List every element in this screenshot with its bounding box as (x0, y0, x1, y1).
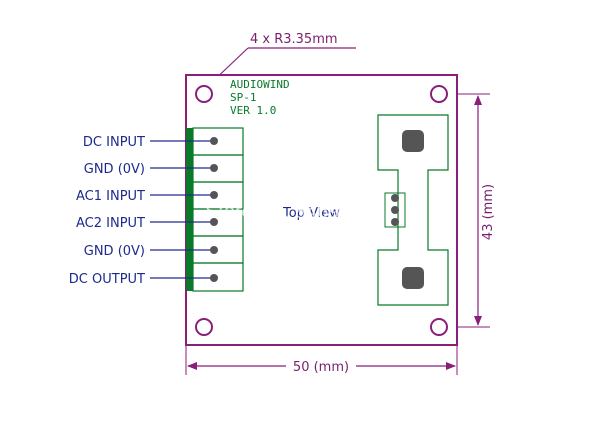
height-arrow-top (474, 95, 482, 105)
component-footprint (377, 114, 449, 306)
pin-dot-3 (210, 191, 218, 199)
width-arrow-left (187, 362, 197, 370)
mounting-hole-top-left (195, 85, 213, 103)
pin-label-1: DC INPUT (83, 135, 145, 150)
mounting-hole-top-right (430, 85, 448, 103)
pin-dot-1 (210, 137, 218, 145)
width-dimension-label: 50 (mm) (293, 360, 349, 375)
watermark: Store No. 846979 (205, 201, 362, 223)
component-pad-bottom (402, 267, 424, 289)
component-pin-box (384, 192, 406, 228)
terminal-cell-6 (192, 262, 244, 292)
height-arrow-bottom (474, 316, 482, 326)
pin-dot-2 (210, 164, 218, 172)
hole-dimension-label: 4 x R3.35mm (250, 32, 338, 47)
pin-leaders (150, 137, 218, 282)
pin-dot-6 (210, 274, 218, 282)
pin-label-6: DC OUTPUT (69, 272, 145, 287)
pin-label-2: GND (0V) (84, 162, 145, 177)
pin-label-3: AC1 INPUT (76, 189, 145, 204)
height-dimension-label: 43 (mm) (481, 184, 496, 240)
component-pin-3 (391, 218, 399, 226)
pin-dot-4 (210, 218, 218, 226)
pin-dot-5 (210, 246, 218, 254)
board-version: VER 1.0 (230, 104, 276, 117)
view-label: Top View (282, 206, 340, 221)
mounting-hole-bottom-left (195, 318, 213, 336)
pin-label-4: AC2 INPUT (76, 216, 145, 231)
width-arrow-right (446, 362, 456, 370)
mounting-hole-bottom-right (430, 318, 448, 336)
board-model: SP-1 (230, 91, 257, 104)
pcb-outline (185, 74, 458, 346)
terminal-block-bar (186, 128, 193, 291)
board-name: AUDIOWIND (230, 78, 290, 91)
component-pin-1 (391, 194, 399, 202)
width-label-bg (286, 358, 356, 374)
component-pin-2 (391, 206, 399, 214)
component-pad-top (402, 130, 424, 152)
pin-label-5: GND (0V) (84, 244, 145, 259)
